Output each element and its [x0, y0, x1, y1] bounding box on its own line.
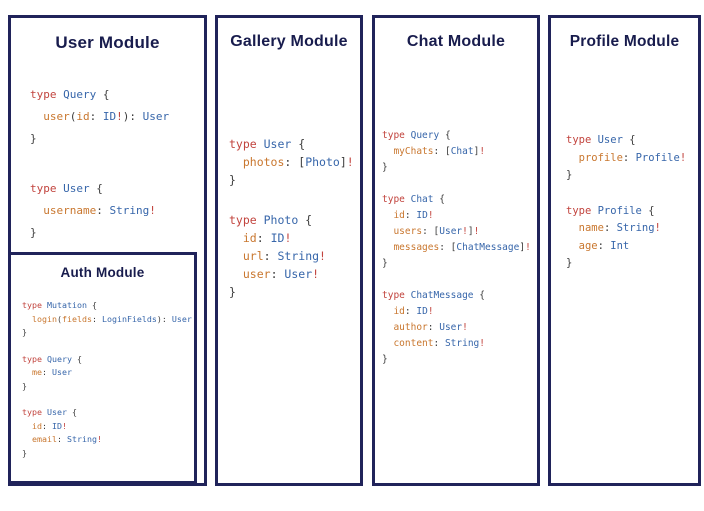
profile-module-code: type User { profile: Profile!}type Profi…: [566, 132, 686, 291]
gallery-module-title: Gallery Module: [230, 33, 348, 50]
code-line: type Profile {: [566, 204, 655, 217]
code-line: }: [566, 169, 573, 181]
code-line: }: [22, 447, 27, 458]
code-line: age: Int: [578, 239, 630, 252]
code-line: id: ID!: [32, 420, 67, 431]
auth-module-panel: Auth Module type Mutation { login(fields…: [8, 252, 197, 484]
chat-module-code: type Query { myChats: [Chat]!}type Chat …: [382, 128, 531, 384]
code-block: type User { photos: [Photo]!}: [229, 135, 354, 189]
code-line: profile: Profile!: [578, 151, 687, 164]
code-line: id: ID!: [393, 210, 434, 221]
user-module-code: type Query { user(id: ID!): User}type Us…: [30, 84, 169, 272]
code-line: url: String!: [242, 249, 326, 263]
code-block: type Query { me: User}: [22, 353, 192, 394]
code-line: user: User!: [242, 267, 320, 281]
auth-module-code: type Mutation { login(fields: LoginField…: [22, 299, 192, 473]
code-line: }: [30, 132, 37, 145]
code-block: type Profile { name: String! age: Int}: [566, 203, 686, 273]
code-line: type Chat {: [382, 194, 445, 205]
code-line: type User {: [566, 134, 636, 146]
code-line: }: [30, 226, 37, 239]
code-block: type Chat { id: ID! users: [User!]! mess…: [382, 192, 531, 272]
code-line: }: [566, 257, 573, 269]
code-line: name: String!: [578, 222, 661, 234]
code-line: }: [382, 258, 388, 269]
code-block: type Query { myChats: [Chat]!}: [382, 128, 531, 176]
code-line: type Query {: [382, 130, 451, 141]
code-line: type Query {: [30, 88, 110, 101]
code-line: type User {: [229, 137, 306, 151]
auth-module-title: Auth Module: [60, 265, 145, 280]
code-line: type Photo {: [229, 213, 313, 227]
code-line: id: ID!: [393, 306, 434, 317]
code-block: type Mutation { login(fields: LoginField…: [22, 299, 192, 340]
code-line: type Query {: [22, 353, 82, 364]
code-line: content: String!: [393, 338, 486, 349]
code-line: type User {: [30, 182, 103, 195]
code-block: type User { profile: Profile!}: [566, 132, 686, 185]
code-line: me: User: [32, 367, 72, 377]
code-line: email: String!: [32, 434, 102, 444]
code-block: type Query { user(id: ID!): User}: [30, 84, 169, 150]
code-line: login(fields: LoginFields): User: [32, 313, 192, 324]
code-line: }: [229, 285, 236, 299]
gallery-module-code: type User { photos: [Photo]!}type Photo …: [229, 135, 354, 323]
code-line: id: ID!: [242, 231, 292, 245]
code-line: type User {: [22, 407, 77, 417]
code-block: type User { username: String!}: [30, 178, 169, 244]
code-block: type ChatMessage { id: ID! author: User!…: [382, 288, 531, 368]
code-line: username: String!: [43, 204, 156, 217]
chat-module-panel: Chat Module type Query { myChats: [Chat]…: [372, 15, 540, 486]
user-module-title: User Module: [55, 33, 160, 52]
code-line: author: User!: [393, 322, 468, 333]
code-line: }: [22, 327, 27, 337]
code-line: user(id: ID!): User: [43, 110, 170, 123]
code-block: type Photo { id: ID! url: String! user: …: [229, 211, 354, 301]
code-line: users: [User!]!: [393, 226, 480, 237]
code-block: type User { id: ID! email: String!}: [22, 406, 192, 460]
code-line: }: [22, 380, 27, 391]
chat-module-title: Chat Module: [406, 33, 506, 50]
code-line: messages: [ChatMessage]!: [393, 242, 531, 253]
code-line: type Mutation {: [22, 300, 97, 310]
code-line: }: [382, 162, 388, 173]
profile-module-panel: Profile Module type User { profile: Prof…: [548, 15, 701, 486]
code-line: myChats: [Chat]!: [393, 146, 486, 157]
code-line: photos: [Photo]!: [242, 155, 354, 169]
profile-module-title: Profile Module: [569, 33, 680, 50]
code-line: }: [382, 354, 388, 365]
code-line: }: [229, 173, 236, 187]
code-line: type ChatMessage {: [382, 290, 485, 301]
gallery-module-panel: Gallery Module type User { photos: [Phot…: [215, 15, 363, 486]
